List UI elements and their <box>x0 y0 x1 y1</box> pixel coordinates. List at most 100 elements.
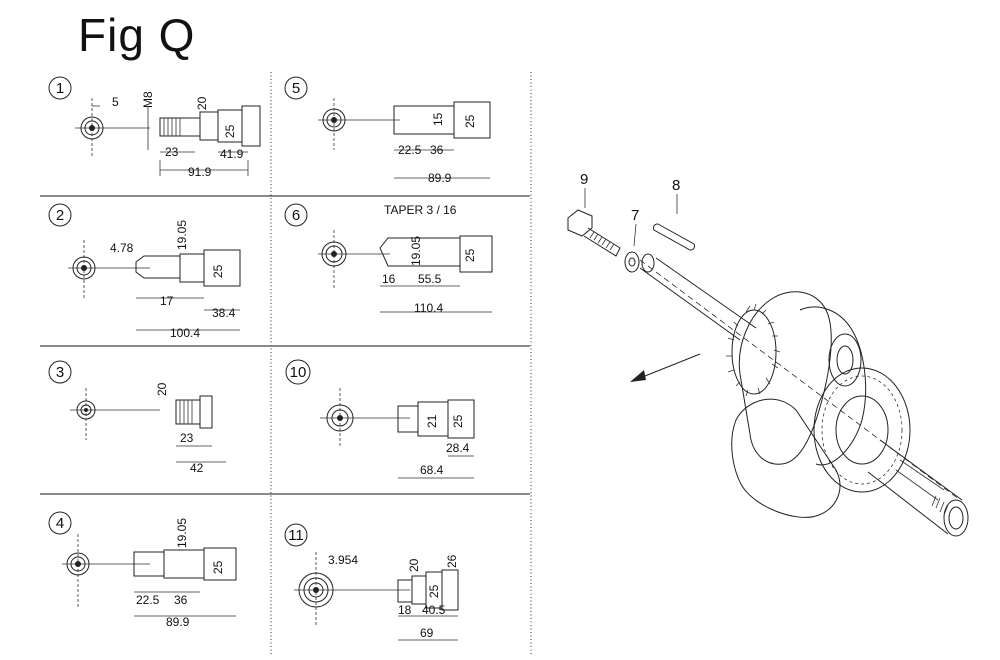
variant-10-dim-d: 68.4 <box>420 463 444 477</box>
variant-1-badge: 1 <box>48 76 72 100</box>
variant-4-number: 4 <box>56 515 64 532</box>
variant-4-dim-c: 22.5 <box>136 593 160 607</box>
variant-6-number: 6 <box>292 207 300 224</box>
variant-5: 5 15 25 22.5 36 89.9 <box>284 76 491 185</box>
variant-1: 1 5 M8 20 25 23 41.9 91.9 <box>48 76 261 179</box>
variant-11-dim-b: 20 <box>407 558 421 572</box>
variant-11-dim-d: 25 <box>427 584 441 598</box>
callout-7-number: 7 <box>631 207 639 224</box>
variant-11-number: 11 <box>288 527 304 544</box>
variant-5-badge: 5 <box>284 76 308 100</box>
variant-2-dim-a: 4.78 <box>110 241 134 255</box>
variant-6-taper-label: TAPER 3 / 16 <box>384 203 457 217</box>
variant-5-dim-c: 22.5 <box>398 143 422 157</box>
callout-9-number: 9 <box>580 171 588 188</box>
variant-2-shaft <box>135 249 241 331</box>
variant-3-dim-a: 20 <box>155 382 169 396</box>
variant-1-dim-a: 5 <box>112 95 119 109</box>
variant-1-dim-f: 41.9 <box>220 147 244 161</box>
variant-4-badge: 4 <box>48 511 72 535</box>
variant-3-number: 3 <box>56 364 64 381</box>
variant-2-dim-e: 38.4 <box>212 306 236 320</box>
variant-10-number: 10 <box>290 364 307 381</box>
variant-6-dim-c: 16 <box>382 272 396 286</box>
variant-1-dim-g: 91.9 <box>188 165 212 179</box>
callout-8: 8 <box>672 177 680 214</box>
table-grid <box>40 72 532 655</box>
variant-3-dim-b: 23 <box>180 431 194 445</box>
variant-6-end-view <box>318 230 390 290</box>
washer-icon <box>624 251 640 273</box>
variant-10-shaft <box>397 399 475 479</box>
variant-10-badge: 10 <box>285 359 311 385</box>
variant-5-number: 5 <box>292 80 300 97</box>
variant-11-dim-f: 40.5 <box>422 603 446 617</box>
figure-title: Fig Q <box>78 9 196 61</box>
variant-1-end-view <box>75 98 150 158</box>
variant-1-dim-d: 25 <box>223 124 237 138</box>
variant-4-dim-d: 36 <box>174 593 188 607</box>
variant-2-end-view <box>68 240 150 300</box>
callout-8-number: 8 <box>672 177 680 194</box>
variant-11-end-view <box>294 552 410 626</box>
variant-4-dim-a: 19.05 <box>175 518 189 548</box>
variant-5-dim-e: 89.9 <box>428 171 452 185</box>
variant-11-dim-c: 26 <box>445 554 459 568</box>
variant-1-number: 1 <box>56 80 64 97</box>
variant-3-dim-c: 42 <box>190 461 204 475</box>
variant-11-dim-e: 18 <box>398 603 412 617</box>
variant-11-shaft <box>397 569 459 641</box>
assembly-arrow <box>630 353 701 382</box>
variant-10-dim-a: 21 <box>425 414 439 428</box>
variant-10-dim-b: 25 <box>451 414 465 428</box>
variant-11: 11 3.954 20 26 25 18 40.5 69 <box>284 523 459 641</box>
variant-6: 6 TAPER 3 / 16 19.05 25 16 55.5 110.4 <box>284 203 493 315</box>
variant-2-dim-f: 100.4 <box>170 326 200 340</box>
variant-1-shaft <box>92 105 261 176</box>
variant-3: 3 20 23 42 <box>48 360 226 475</box>
variant-6-dim-e: 110.4 <box>414 301 443 315</box>
variant-4: 4 19.05 25 22.5 36 89.9 <box>48 511 237 629</box>
variant-5-dim-b: 25 <box>463 114 477 128</box>
exploded-view: 9 7 8 <box>567 171 969 537</box>
variant-11-dim-a: 3.954 <box>328 553 358 567</box>
variant-2-badge: 2 <box>48 203 72 227</box>
variant-5-end-view <box>318 98 400 150</box>
variant-4-dim-e: 89.9 <box>166 615 190 629</box>
variant-1-dim-c: 20 <box>195 96 209 110</box>
variant-10-end-view <box>320 388 410 448</box>
variant-4-shaft <box>133 547 237 617</box>
variant-4-end-view <box>62 534 150 608</box>
bolt-icon <box>567 209 621 257</box>
variant-3-badge: 3 <box>48 360 72 384</box>
variant-2: 2 4.78 19.05 25 17 38.4 100.4 <box>48 203 241 340</box>
variant-2-dim-b: 19.05 <box>175 220 189 250</box>
ring-gear <box>813 367 911 493</box>
variant-1-dim-e: 23 <box>165 145 179 159</box>
callout-7: 7 <box>631 207 639 247</box>
crankshaft <box>639 253 969 537</box>
variant-2-dim-c: 25 <box>211 264 225 278</box>
variant-5-shaft <box>393 101 491 179</box>
variant-5-dim-d: 36 <box>430 143 444 157</box>
variant-6-dim-d: 55.5 <box>418 272 442 286</box>
variant-11-dim-g: 69 <box>420 626 434 640</box>
variant-2-number: 2 <box>56 207 64 224</box>
variant-11-badge: 11 <box>284 523 308 547</box>
variant-6-shaft <box>379 235 493 313</box>
variant-10: 10 21 25 28.4 68.4 <box>285 359 475 479</box>
crank-web <box>738 291 867 466</box>
variant-6-dim-a: 19.05 <box>409 236 423 266</box>
variant-2-dim-d: 17 <box>160 294 174 308</box>
output-shaft <box>867 439 969 537</box>
variant-3-shaft <box>175 395 226 463</box>
variant-4-dim-b: 25 <box>211 560 225 574</box>
variant-3-end-view <box>70 388 160 440</box>
variant-6-dim-b: 25 <box>463 248 477 262</box>
variant-10-dim-c: 28.4 <box>446 441 470 455</box>
variant-5-dim-a: 15 <box>431 112 445 126</box>
key-icon <box>652 223 696 251</box>
variant-1-dim-b: M8 <box>141 91 155 108</box>
timing-gear <box>726 303 781 397</box>
